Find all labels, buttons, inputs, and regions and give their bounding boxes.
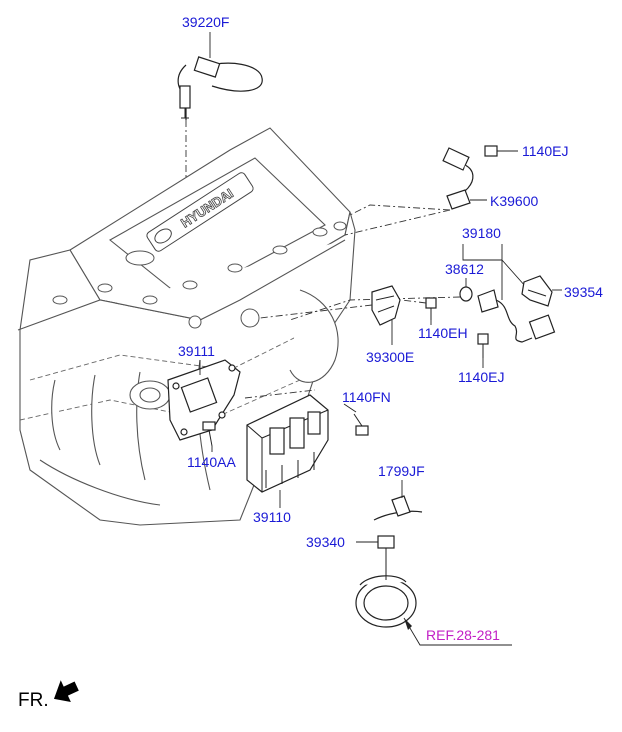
bolt-1140EJ-bottom — [477, 333, 489, 358]
leader-1140FN — [343, 403, 357, 413]
knock-sensor-K39600 — [442, 145, 498, 210]
label-front: FR. — [18, 690, 49, 711]
label-38612: 38612 — [445, 261, 484, 277]
bolt-1140EH — [425, 297, 437, 320]
sensor-39340 — [377, 535, 395, 556]
label-1140FN: 1140FN — [342, 389, 391, 405]
front-arrow-icon — [53, 680, 79, 703]
label-39354: 39354 — [564, 284, 603, 300]
ecu-39110 — [246, 394, 329, 493]
ref-arrow — [404, 618, 412, 630]
label-39111: 39111 — [178, 343, 215, 359]
crankshaft-sensor-39300E — [371, 285, 401, 326]
oxygen-sensor-39220F — [177, 56, 263, 120]
bolt-1140AA — [202, 421, 216, 447]
label-39220F: 39220F — [182, 14, 229, 30]
label-1140EJ-top: 1140EJ — [522, 143, 568, 159]
label-39300E: 39300E — [366, 349, 414, 365]
label-39110: 39110 — [253, 509, 291, 525]
label-1140EJ-bottom: 1140EJ — [458, 369, 504, 385]
leader-39110-dash — [244, 389, 316, 399]
leader-K39600-dash — [344, 204, 451, 236]
air-duct — [355, 556, 417, 628]
label-39340: 39340 — [306, 534, 345, 550]
label-39180: 39180 — [462, 225, 501, 241]
label-K39600: K39600 — [490, 193, 538, 209]
gasket-39111 — [167, 359, 241, 441]
bolt-1140FN — [353, 413, 369, 436]
leader-39300E-dash — [259, 299, 427, 319]
label-1140EH: 1140EH — [418, 325, 468, 341]
camshaft-sensor-39180 — [459, 286, 556, 343]
label-1140AA: 1140AA — [187, 454, 236, 470]
engine-block: HYUNDAI — [17, 127, 356, 526]
label-ref: REF.28-281 — [426, 627, 500, 643]
leader-39180 — [462, 244, 527, 300]
leader-39180-dash — [289, 296, 461, 321]
clamp-1799JF — [373, 495, 423, 521]
label-1799JF: 1799JF — [378, 463, 425, 479]
bracket-39354 — [521, 275, 553, 307]
